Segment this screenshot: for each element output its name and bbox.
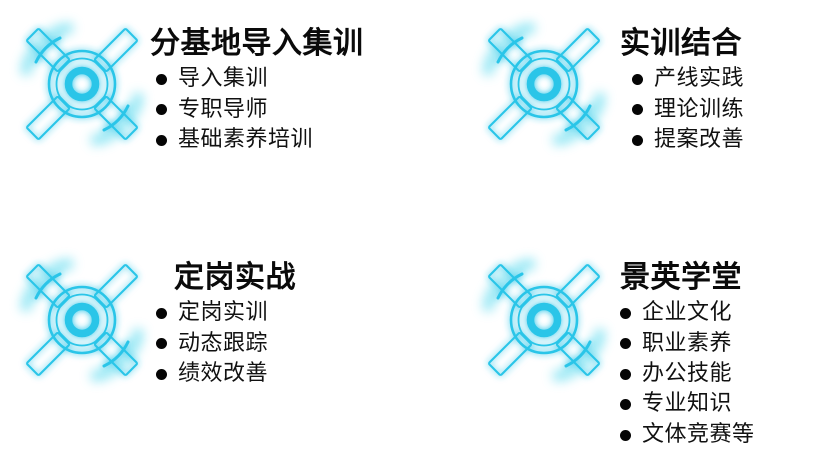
list-item: 文体竞赛等: [620, 420, 755, 450]
list-item-label: 提案改善: [654, 127, 745, 153]
list-item-label: 基础素养培训: [178, 127, 314, 153]
quadrant-block-3: 定岗实战 定岗实训 动态跟踪 绩效改善: [8, 248, 296, 394]
bullet-dot-icon: [156, 308, 167, 320]
bullet-dot-icon: [632, 104, 643, 116]
list-item: 定岗实训: [156, 298, 296, 328]
bullet-dot-icon: [156, 74, 167, 86]
list-item: 职业素养: [620, 329, 755, 359]
bullet-dot-icon: [156, 134, 167, 146]
quadrant-text-2: 实训结合 产线实践 理论训练 提案改善: [614, 14, 744, 155]
quadrant-text-1: 分基地导入集训 导入集训 专职导师 基础素养培训: [150, 14, 364, 155]
quadrant-block-2: 实训结合 产线实践 理论训练 提案改善: [470, 14, 744, 158]
tech-gear-emblem-icon: [8, 10, 156, 158]
quadrant-heading: 定岗实战: [174, 260, 296, 295]
list-item-label: 职业素养: [642, 330, 733, 356]
list-item-label: 导入集训: [178, 66, 269, 92]
quadrant-heading: 分基地导入集训: [150, 26, 364, 61]
list-item: 办公技能: [620, 359, 755, 389]
quadrant-heading: 实训结合: [620, 26, 742, 61]
list-item-label: 专业知识: [642, 391, 733, 417]
tech-gear-emblem-icon: [470, 10, 618, 158]
list-item-label: 企业文化: [642, 300, 733, 326]
list-item: 绩效改善: [156, 359, 296, 389]
quadrant-bullet-list: 产线实践 理论训练 提案改善: [632, 64, 744, 155]
list-item-label: 定岗实训: [178, 300, 269, 326]
bullet-dot-icon: [156, 368, 167, 380]
bullet-dot-icon: [632, 74, 643, 86]
bullet-dot-icon: [620, 368, 631, 380]
bullet-dot-icon: [620, 308, 631, 320]
bullet-dot-icon: [620, 399, 631, 411]
quadrant-block-1: 分基地导入集训 导入集训 专职导师 基础素养培训: [8, 14, 364, 158]
quadrant-block-4: 景英学堂 企业文化 职业素养 办公技能 专业知识 文体竞赛等: [470, 248, 755, 450]
list-item: 动态跟踪: [156, 329, 296, 359]
list-item: 专业知识: [620, 389, 755, 419]
list-item-label: 产线实践: [654, 66, 745, 92]
quadrant-text-3: 定岗实战 定岗实训 动态跟踪 绩效改善: [150, 248, 296, 389]
list-item-label: 办公技能: [642, 361, 733, 387]
list-item: 基础素养培训: [156, 125, 364, 155]
quadrant-heading: 景英学堂: [620, 260, 742, 295]
list-item: 专职导师: [156, 95, 364, 125]
list-item: 提案改善: [632, 125, 744, 155]
bullet-dot-icon: [620, 429, 631, 441]
quadrant-bullet-list: 企业文化 职业素养 办公技能 专业知识 文体竞赛等: [620, 298, 755, 450]
list-item-label: 理论训练: [654, 96, 745, 122]
quadrant-bullet-list: 导入集训 专职导师 基础素养培训: [156, 64, 364, 155]
list-item-label: 绩效改善: [178, 361, 269, 387]
quadrant-bullet-list: 定岗实训 动态跟踪 绩效改善: [156, 298, 296, 389]
list-item: 导入集训: [156, 64, 364, 94]
list-item: 企业文化: [620, 298, 755, 328]
quadrant-text-4: 景英学堂 企业文化 职业素养 办公技能 专业知识 文体竞赛等: [614, 248, 755, 450]
tech-gear-emblem-icon: [8, 246, 156, 394]
list-item-label: 文体竞赛等: [642, 421, 755, 447]
list-item: 理论训练: [632, 95, 744, 125]
list-item-label: 动态跟踪: [178, 330, 269, 356]
bullet-dot-icon: [632, 134, 643, 146]
tech-gear-emblem-icon: [470, 246, 618, 394]
bullet-dot-icon: [156, 104, 167, 116]
list-item-label: 专职导师: [178, 96, 269, 122]
bullet-dot-icon: [156, 338, 167, 350]
bullet-dot-icon: [620, 338, 631, 350]
list-item: 产线实践: [632, 64, 744, 94]
